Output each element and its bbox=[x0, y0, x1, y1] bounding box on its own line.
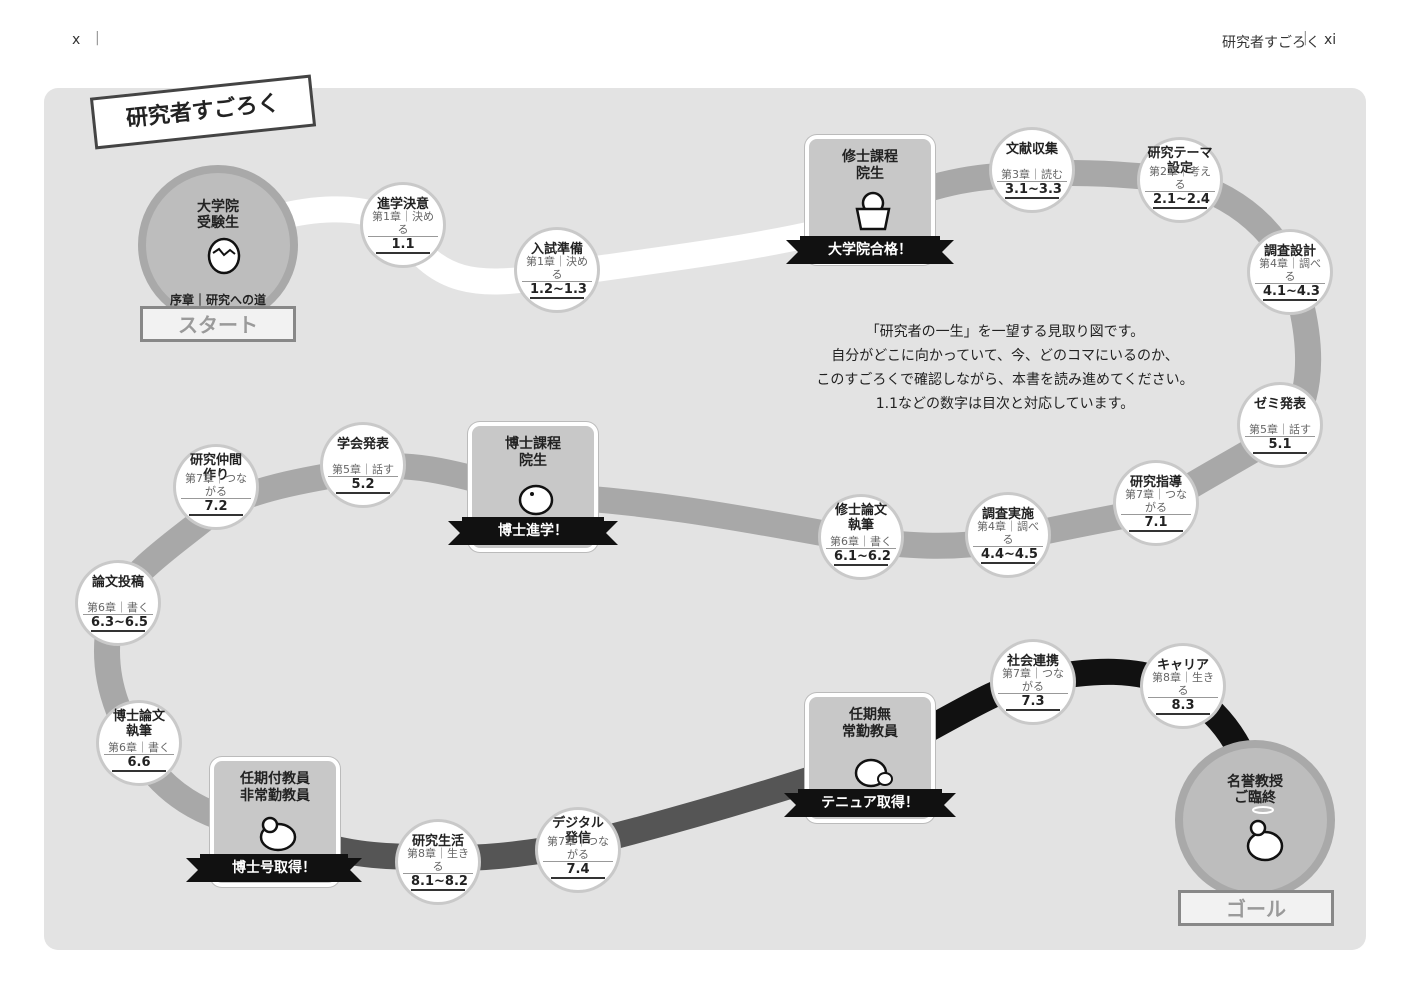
hatching-chick-icon bbox=[855, 191, 891, 231]
intro-line: 1.1などの数字は目次と対応しています。 bbox=[875, 396, 1135, 412]
stage-title: 博士課程 院生 bbox=[505, 436, 561, 469]
start-banner: スタート bbox=[140, 306, 296, 342]
intro-line: 「研究者の一生」を一望する見取り図です。 bbox=[865, 324, 1145, 340]
stage-title: 修士課程 院生 bbox=[842, 149, 898, 182]
ribbon-phd: 博士号取得！ bbox=[186, 854, 362, 882]
chicken-angel-icon bbox=[1246, 806, 1284, 862]
goal-banner: ゴール bbox=[1178, 890, 1334, 926]
header-divider-right: | bbox=[1303, 30, 1308, 46]
path-segment-black bbox=[864, 658, 1268, 802]
stage-title: 任期付教員 非常勤教員 bbox=[240, 771, 310, 804]
ribbon-doctoral: 博士進学！ bbox=[448, 517, 618, 545]
right-page-number: xi bbox=[1324, 32, 1337, 48]
chick-icon bbox=[518, 484, 554, 516]
stage-title: 任期無 常勤教員 bbox=[842, 707, 898, 740]
left-page-number: x bbox=[72, 32, 81, 48]
start-space: 大学院 受験生 序章｜研究への道 bbox=[138, 165, 298, 325]
header-divider: | bbox=[95, 30, 100, 46]
hen-and-chick-icon bbox=[854, 758, 893, 788]
rooster-icon bbox=[259, 816, 297, 852]
intro-line: このすごろくで確認しながら、本書を読み進めてください。 bbox=[816, 372, 1194, 388]
start-subtitle: 序章｜研究への道 bbox=[169, 293, 266, 307]
ribbon-master: 大学院合格！ bbox=[786, 236, 954, 264]
intro-line: 自分がどこに向かっていて、今、どのコマにいるのか、 bbox=[831, 348, 1179, 364]
egg-icon bbox=[207, 237, 241, 275]
path-segment-light bbox=[209, 196, 874, 295]
right-header-title: 研究者すごろく bbox=[1222, 35, 1320, 51]
intro-text: 「研究者の一生」を一望する見取り図です。 自分がどこに向かっていて、今、どのコマ… bbox=[790, 320, 1220, 416]
ribbon-tenure: テニュア取得！ bbox=[784, 789, 956, 817]
start-title: 大学院 受験生 bbox=[197, 199, 239, 231]
goal-title: 名誉教授 ご臨終 bbox=[1227, 774, 1283, 806]
goal-space: 名誉教授 ご臨終 bbox=[1175, 740, 1335, 900]
